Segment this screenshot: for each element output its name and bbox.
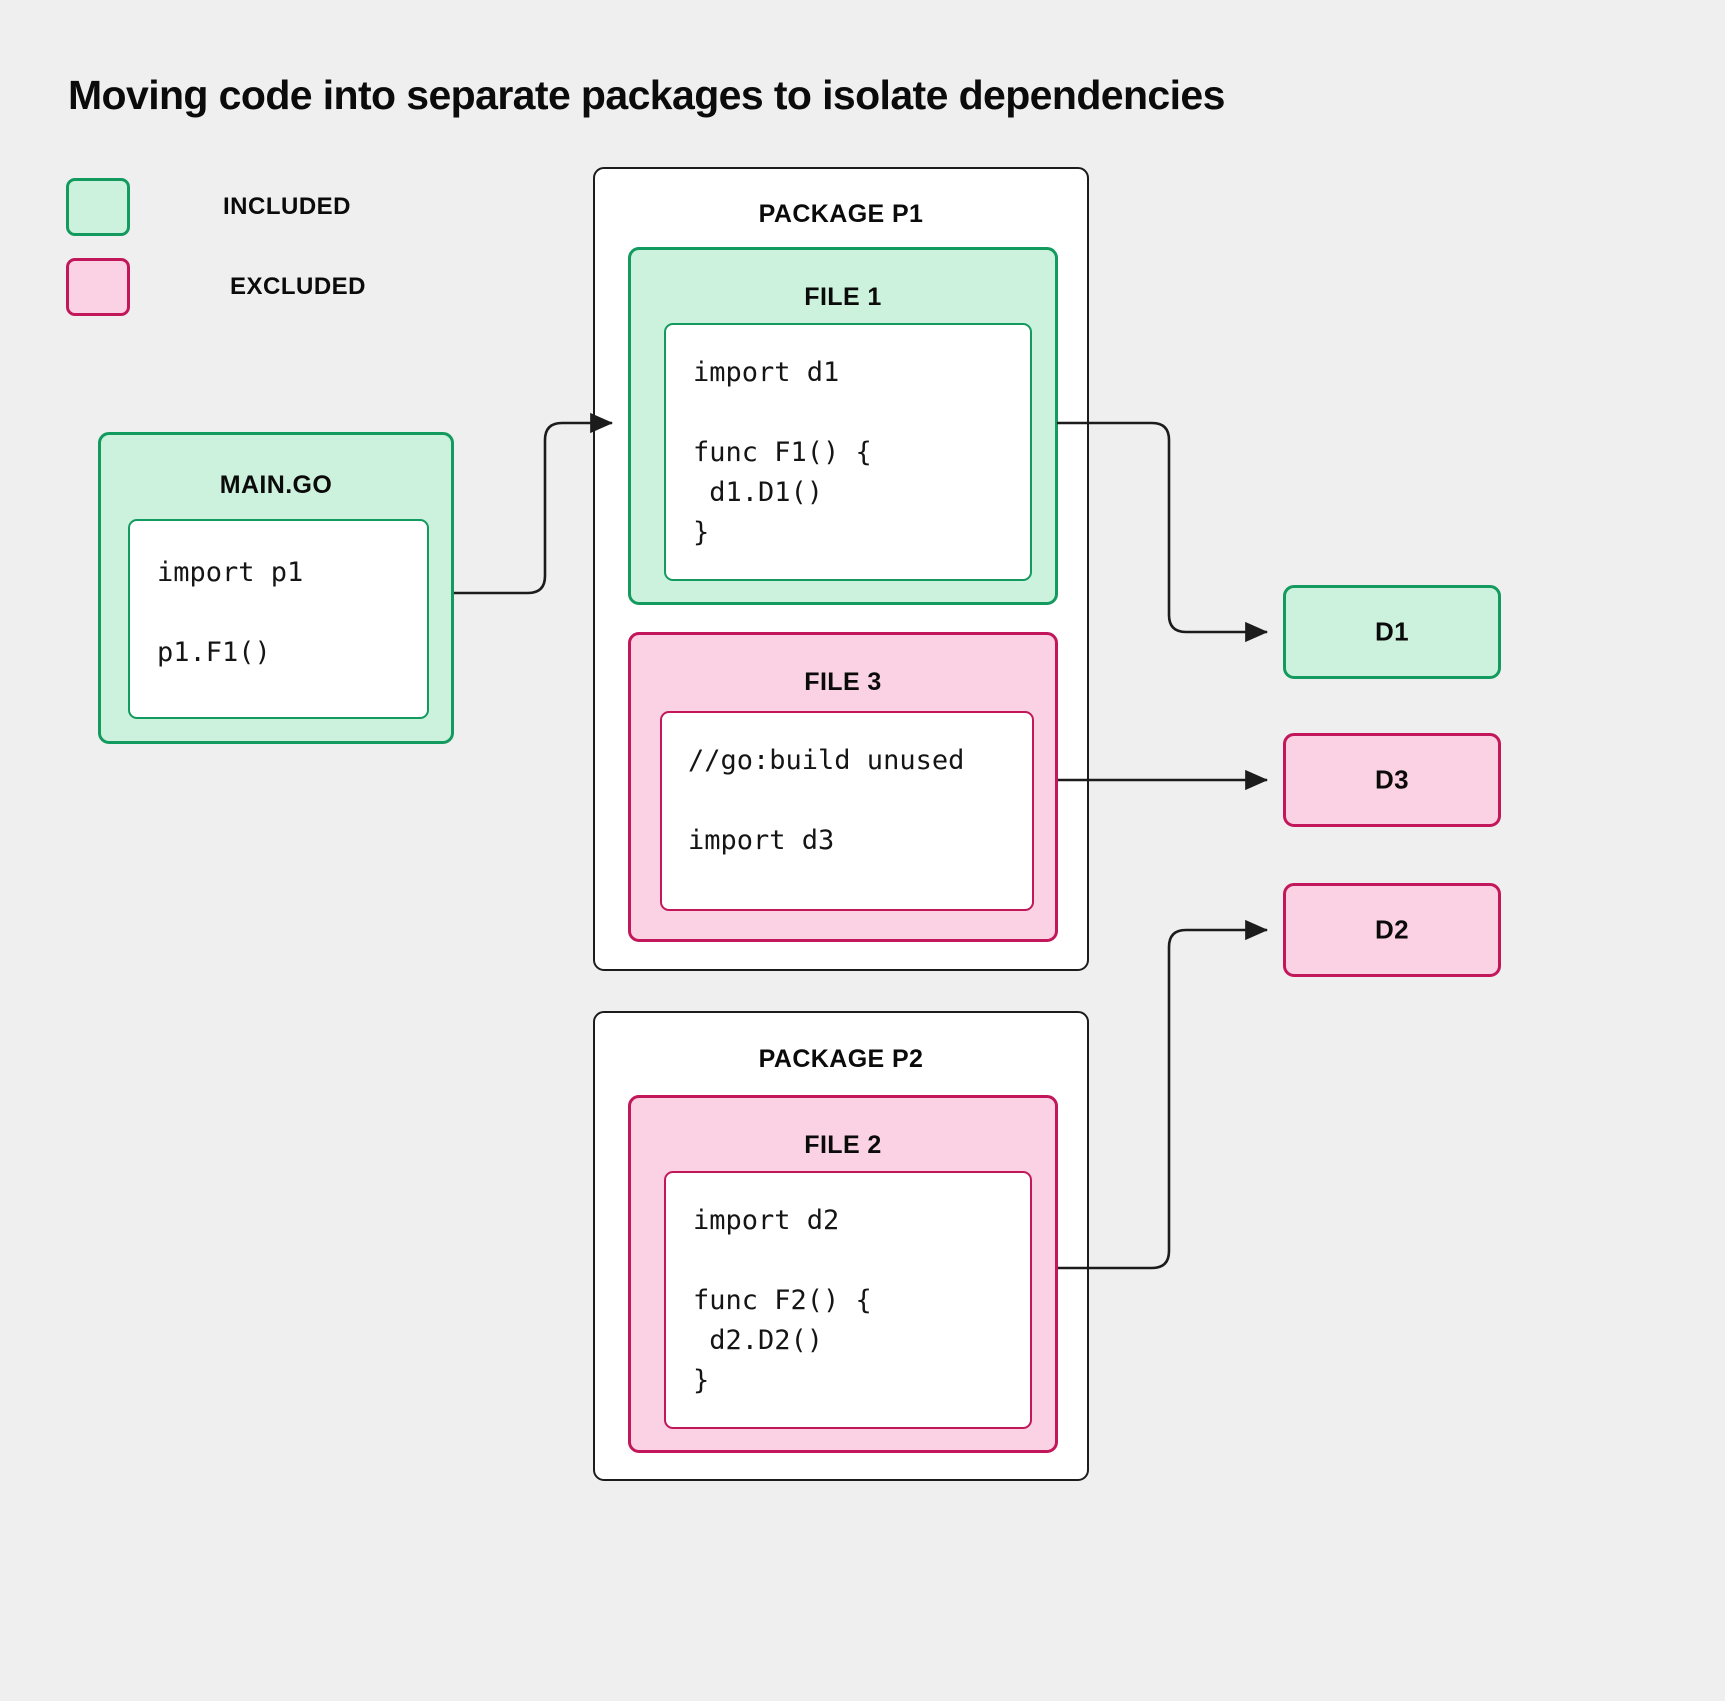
file-1-title: FILE 1: [804, 283, 882, 311]
dependency-d2-box[interactable]: D2: [1283, 883, 1501, 977]
file-2-code-box: import d2 func F2() { d2.D2() }: [664, 1171, 1032, 1429]
legend-item-excluded: EXCLUDED: [66, 258, 366, 316]
file-1-code-box: import d1 func F1() { d1.D1() }: [664, 323, 1032, 581]
dependency-d1-box[interactable]: D1: [1283, 585, 1501, 679]
file-3-box[interactable]: FILE 3 //go:build unused import d3: [628, 632, 1058, 942]
package-p1-box[interactable]: PACKAGE P1 FILE 1 import d1 func F1() { …: [593, 167, 1089, 971]
package-p2-title: PACKAGE P2: [758, 1045, 924, 1073]
dependency-d3-box[interactable]: D3: [1283, 733, 1501, 827]
file-2-title: FILE 2: [804, 1131, 882, 1159]
legend-item-included: INCLUDED: [66, 178, 351, 236]
package-p1-title: PACKAGE P1: [758, 200, 924, 228]
main-go-code-box: import p1 p1.F1(): [128, 519, 429, 719]
file-3-code: //go:build unused import d3: [688, 745, 965, 856]
main-go-title: MAIN.GO: [219, 471, 333, 499]
file-1-box[interactable]: FILE 1 import d1 func F1() { d1.D1() }: [628, 247, 1058, 605]
package-p2-box[interactable]: PACKAGE P2 FILE 2 import d2 func F2() { …: [593, 1011, 1089, 1481]
legend-label-included: INCLUDED: [223, 193, 351, 220]
page-title: Moving code into separate packages to is…: [68, 72, 1225, 118]
main-go-box[interactable]: MAIN.GO import p1 p1.F1(): [98, 432, 454, 744]
dependency-d3-label: D3: [1374, 764, 1410, 795]
file-3-title: FILE 3: [804, 668, 882, 696]
main-go-code: import p1 p1.F1(): [157, 557, 304, 668]
legend-swatch-included-icon: [66, 178, 130, 236]
legend-swatch-excluded-icon: [66, 258, 130, 316]
legend-label-excluded: EXCLUDED: [230, 273, 367, 300]
edge-main-to-file1: [454, 412, 614, 595]
dependency-d1-label: D1: [1374, 616, 1410, 647]
file-1-code: import d1 func F1() { d1.D1() }: [693, 357, 872, 548]
file-3-code-box: //go:build unused import d3: [660, 711, 1034, 911]
file-2-code: import d2 func F2() { d2.D2() }: [693, 1205, 872, 1396]
dependency-d2-label: D2: [1374, 914, 1410, 945]
file-2-box[interactable]: FILE 2 import d2 func F2() { d2.D2() }: [628, 1095, 1058, 1453]
edge-file2-to-d2: [1058, 919, 1269, 1270]
